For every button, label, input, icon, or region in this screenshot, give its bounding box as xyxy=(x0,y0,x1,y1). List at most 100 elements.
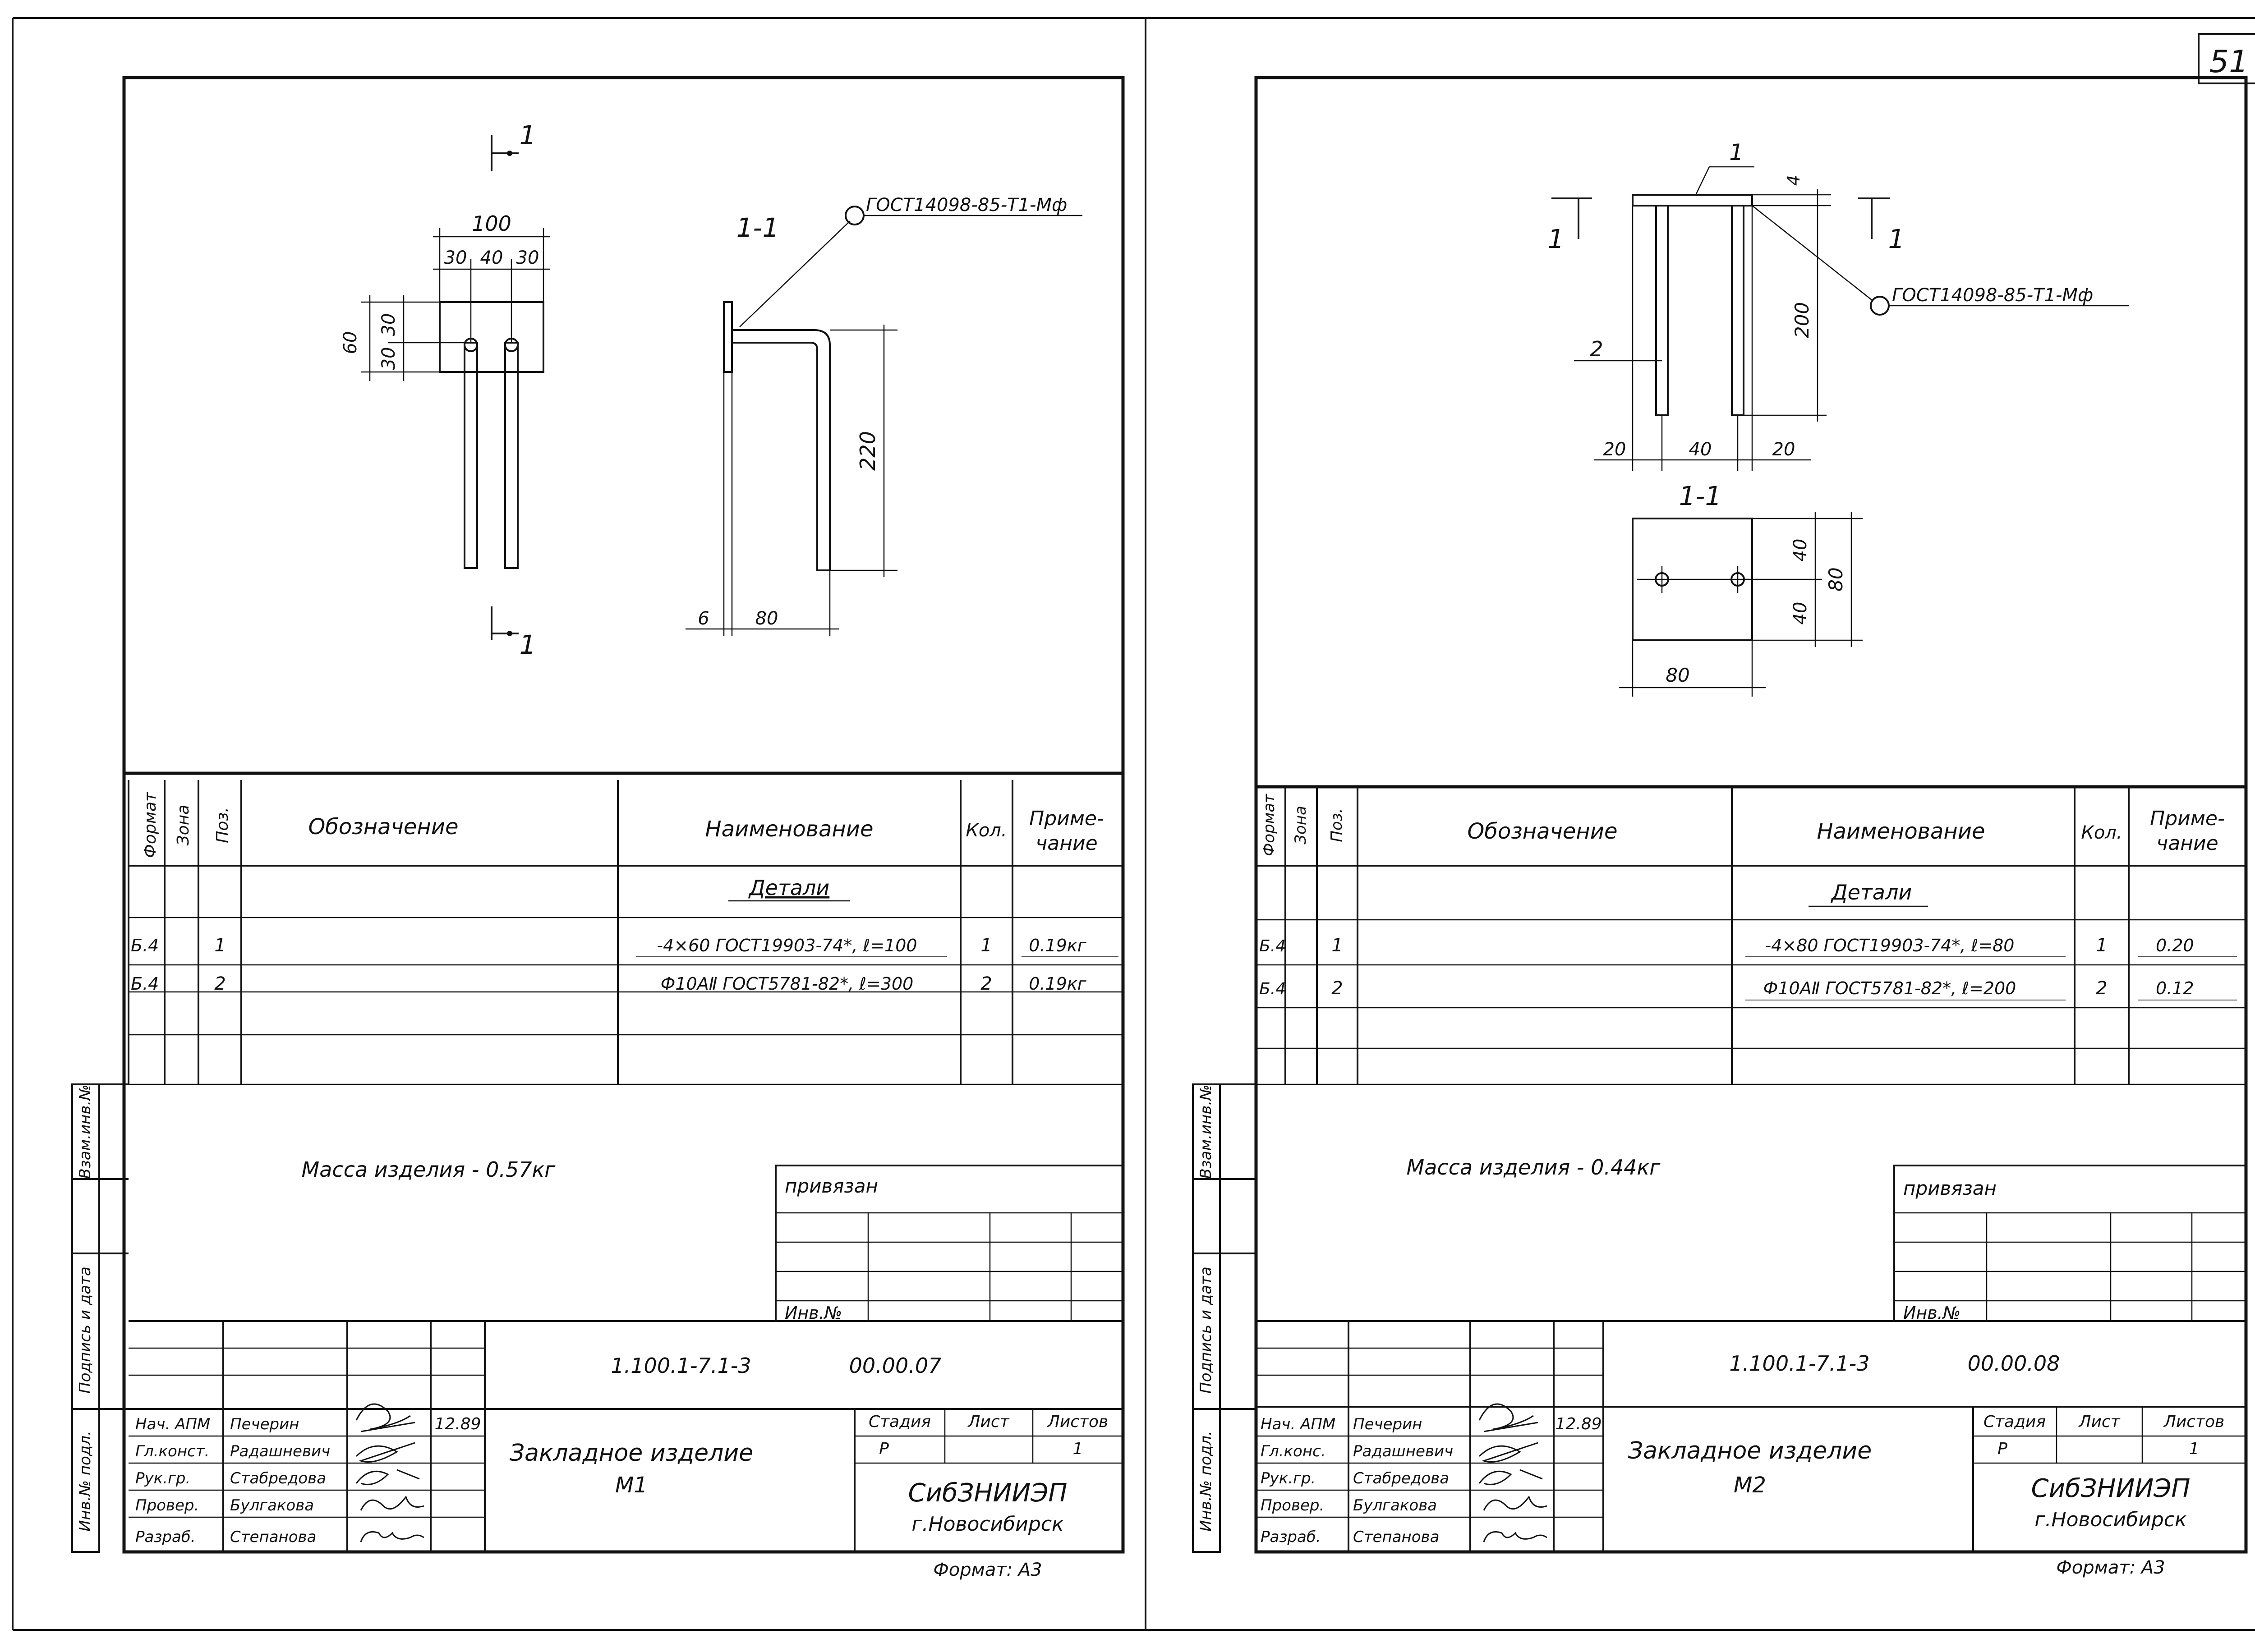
spec-row1-fmt: Б.4 xyxy=(131,936,159,955)
spec-row2-pos: 2 xyxy=(214,973,226,994)
hdr-qty-m2: Кол. xyxy=(2081,822,2122,843)
hdr-note-1: Приме- xyxy=(1029,807,1104,830)
title-block-m2: 1.100.1-7.1-3 00.00.08 Нач. АПМ Гл.конс.… xyxy=(1256,1320,2246,1578)
dim-30a: 30 xyxy=(444,248,467,268)
hdr-designation-m2: Обозначение xyxy=(1467,819,1617,844)
spec-row1-pos: 1 xyxy=(214,935,226,956)
side-label-sign-m2: Подпись и дата xyxy=(1197,1267,1215,1394)
dim-40: 40 xyxy=(480,248,503,268)
spec-row2-note: 0.19кг xyxy=(1029,974,1087,994)
city-m2: г.Новосибирск xyxy=(2034,1508,2187,1531)
hdr-zone-m2: Зона xyxy=(1292,806,1310,844)
dim-80-horiz: 80 xyxy=(1666,664,1689,686)
role-3-m1: Рук.гр. xyxy=(135,1469,190,1487)
section-view-m1: 1-1 ГОСТ14098-85-Т1-Мф 220 6 80 xyxy=(686,195,1082,636)
name-2-m2: Радашневич xyxy=(1353,1442,1453,1460)
format-m1: Формат: А3 xyxy=(933,1560,1042,1580)
dim-40b: 40 xyxy=(1790,539,1811,562)
dim-60: 60 xyxy=(340,331,361,354)
spec-row1-note-m2: 0.20 xyxy=(2156,936,2194,955)
title-m2: Закладное изделие xyxy=(1628,1437,1872,1464)
section-mark-top: 1 xyxy=(520,120,536,151)
spec-row1-pos-m2: 1 xyxy=(1331,935,1343,956)
format-m2: Формат: А3 xyxy=(2056,1557,2165,1578)
pos-2-m2: 2 xyxy=(1590,337,1603,361)
hdr-format-m2: Формат xyxy=(1260,794,1278,856)
dim-200: 200 xyxy=(1791,302,1813,338)
name-3-m2: Стабредова xyxy=(1353,1469,1449,1487)
spec-row1-fmt-m2: Б.4 xyxy=(1259,937,1286,955)
org-m2: СибЗНИИЭП xyxy=(2031,1474,2190,1503)
spec-row2-qty: 2 xyxy=(980,973,992,994)
spec-row2-qty-m2: 2 xyxy=(2096,978,2107,999)
mass-block-m2: Масса изделия - 0.44кг привязан Инв.№ xyxy=(1407,1155,2247,1323)
date-m1: 12.89 xyxy=(434,1415,481,1433)
name-5-m1: Степанова xyxy=(230,1528,316,1546)
hdr-note-2-m2: чание xyxy=(2156,832,2218,855)
spec-section-details-m2: Детали xyxy=(1831,880,1912,904)
city-m1: г.Новосибирск xyxy=(911,1513,1064,1536)
hdr-name: Наименование xyxy=(705,817,873,842)
paper-outline xyxy=(12,17,2255,1631)
sheets-val-m1: 1 xyxy=(1073,1440,1083,1458)
name-4-m1: Булгакова xyxy=(230,1496,314,1514)
hdr-zone: Зона xyxy=(174,805,193,846)
sheet-left: 1 1 100 30 40 30 xyxy=(71,76,1125,1580)
section-label-m1: 1-1 xyxy=(736,212,779,243)
mass-text-m1: Масса изделия - 0.57кг xyxy=(302,1157,556,1182)
dim-20b: 20 xyxy=(1772,439,1795,460)
mass-text-m2: Масса изделия - 0.44кг xyxy=(1407,1155,1661,1179)
dim-40a: 40 xyxy=(1689,439,1712,460)
dim-80-vert: 80 xyxy=(1825,567,1847,591)
side-label-sign: Подпись и дата xyxy=(76,1267,94,1394)
dim-6: 6 xyxy=(698,608,709,629)
title-m1: Закладное изделие xyxy=(510,1440,753,1467)
stage-hdr-m2: Стадия xyxy=(1983,1413,2046,1431)
hdr-pos-m2: Поз. xyxy=(1328,808,1346,842)
title-block-m1: 1.100.1-7.1-3 00.00.07 Нач. АПМ Гл.конст… xyxy=(129,1320,1123,1580)
hdr-pos: Поз. xyxy=(213,807,232,843)
gost-weld-m2: ГОСТ14098-85-Т1-Мф xyxy=(1892,285,2093,306)
dim-220: 220 xyxy=(856,431,880,471)
inv-no-m2: Инв.№ xyxy=(1903,1303,1960,1323)
sheet-hdr-m1: Лист xyxy=(967,1413,1009,1431)
mass-block-m1: Масса изделия - 0.57кг привязан Инв.№ xyxy=(302,1157,1124,1323)
dim-4: 4 xyxy=(1784,175,1804,186)
section-mark-bottom: 1 xyxy=(520,629,536,660)
spec-table-m1: Формат Зона Поз. Обозначение Наименовани… xyxy=(128,780,1123,1085)
dim-80: 80 xyxy=(755,608,778,629)
doc-number-m1: 00.00.07 xyxy=(849,1354,942,1378)
hdr-note-2: чание xyxy=(1035,832,1097,855)
name-2-m1: Радашневич xyxy=(230,1442,330,1460)
hdr-name-m2: Наименование xyxy=(1817,819,1985,844)
stage-val-m1: Р xyxy=(879,1440,889,1458)
section-view-m2: 1-1 40 40 80 80 xyxy=(1619,481,1863,697)
dim-100: 100 xyxy=(472,211,511,236)
hdr-qty: Кол. xyxy=(966,820,1007,841)
sheet-hdr-m2: Лист xyxy=(2078,1413,2120,1431)
name-4-m2: Булгакова xyxy=(1353,1496,1437,1514)
stage-val-m2: Р xyxy=(1997,1440,2007,1458)
side-strip-m2: Взам.инв.№ Подпись и дата Инв.№ подл. xyxy=(1192,1083,1256,1553)
plan-view-m1: 1 1 100 30 40 30 xyxy=(340,120,550,660)
privyazan-label-m1: привязан xyxy=(785,1175,878,1197)
hdr-note-1-m2: Приме- xyxy=(2150,807,2225,830)
side-label-zam-m2: Взам.инв.№ xyxy=(1197,1084,1215,1179)
role-2-m2: Гл.конс. xyxy=(1261,1442,1326,1460)
side-label-inv: Инв.№ подл. xyxy=(76,1431,94,1532)
role-2-m1: Гл.конст. xyxy=(135,1442,209,1460)
m2-mark-left: 1 xyxy=(1548,224,1565,254)
spec-row2-note-m2: 0.12 xyxy=(2156,978,2194,998)
section-label-m2: 1-1 xyxy=(1679,481,1722,511)
spec-row2-name: Ф10АⅡ ГОСТ5781-82*, ℓ=300 xyxy=(661,974,914,994)
spec-table-m2: Формат Зона Поз. Обозначение Наименовани… xyxy=(1256,787,2246,1085)
dim-30d: 30 xyxy=(378,347,399,370)
spec-row2-pos-m2: 2 xyxy=(1331,978,1343,999)
spec-row2-fmt-m2: Б.4 xyxy=(1259,980,1286,998)
inv-no-m1: Инв.№ xyxy=(785,1303,842,1323)
role-1-m2: Нач. АПМ xyxy=(1261,1415,1335,1433)
spec-section-details: Детали xyxy=(748,876,830,900)
doc-number-m2: 00.00.08 xyxy=(1968,1351,2060,1376)
m2-mark-right: 1 xyxy=(1888,224,1905,254)
mark-m2: М2 xyxy=(1734,1473,1766,1498)
